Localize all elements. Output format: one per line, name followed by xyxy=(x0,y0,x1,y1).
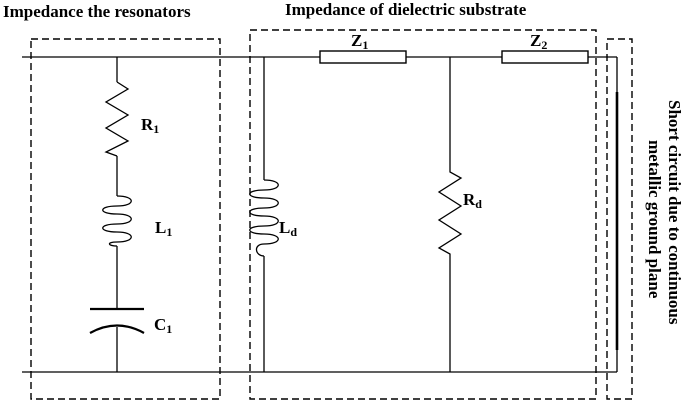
resonators-dashed-box xyxy=(30,38,221,400)
r1-label: R1 xyxy=(141,115,159,136)
ground-title-line2: metallic ground plane xyxy=(645,140,664,299)
r1-resistor-symbol xyxy=(104,81,130,157)
z1-impedance-block xyxy=(319,50,407,64)
ld-label: Ld xyxy=(279,218,297,239)
z1-label: Z1 xyxy=(351,31,368,52)
l1-label: L1 xyxy=(155,218,172,239)
z2-impedance-block xyxy=(501,50,589,64)
l1-inductor-symbol xyxy=(102,195,132,247)
resonators-group-title: Impedance the resonators xyxy=(3,2,191,21)
c1-label: C1 xyxy=(154,315,172,336)
circuit-wires xyxy=(22,56,619,373)
rd-label: Rd xyxy=(463,190,482,211)
substrate-dashed-box xyxy=(249,29,597,400)
ground-dashed-box xyxy=(606,38,633,400)
ld-inductor-symbol xyxy=(249,179,279,257)
ground-group-title: Short circuit due to continuous metallic… xyxy=(645,100,684,325)
c1-capacitor-symbol xyxy=(89,307,145,334)
rd-resistor-symbol xyxy=(437,150,463,270)
ground-title-line1: Short circuit due to continuous xyxy=(665,100,684,325)
z2-label: Z2 xyxy=(530,31,547,52)
substrate-group-title: Impedance of dielectric substrate xyxy=(285,0,527,19)
